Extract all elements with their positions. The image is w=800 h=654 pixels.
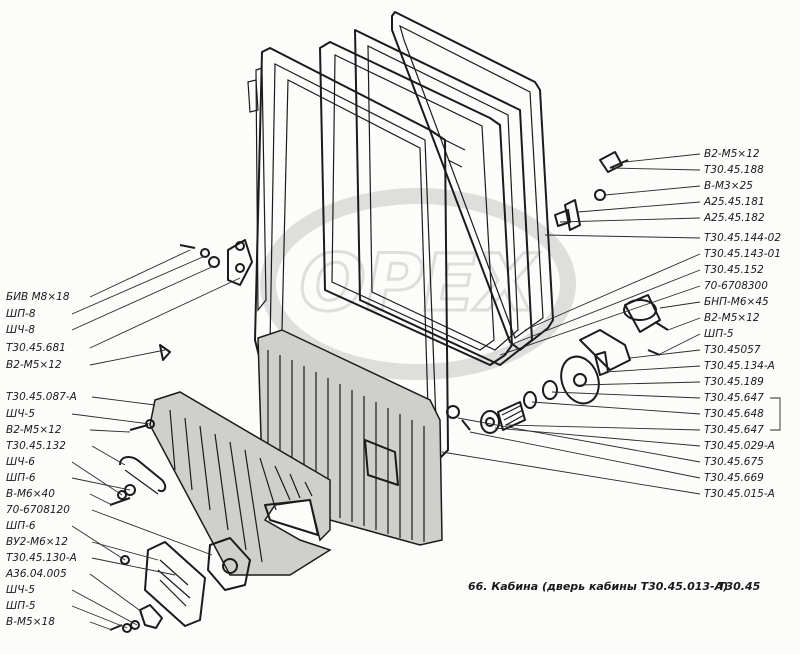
part-label: Т30.45.143-01 — [704, 248, 781, 260]
lock-mechanism — [139, 537, 251, 629]
part-label: ШЧ-8 — [6, 324, 35, 336]
caption-text: 66. Кабина (дверь кабины Т30.45.013-А) — [468, 580, 728, 593]
part-label: Т30.45.144-02 — [704, 232, 781, 244]
part-label: ШЧ-5 — [6, 408, 35, 420]
part-label: ШП-8 — [6, 308, 36, 320]
part-label: Т30.45.132 — [6, 440, 66, 452]
window-rubber-seal — [319, 41, 513, 366]
door-inner-panel — [257, 329, 443, 546]
figure-caption: 66. Кабина (дверь кабины Т30.45.013-А) Т… — [468, 580, 761, 593]
part-label: Т30.45057 — [704, 344, 761, 356]
part-label: Т30.45.675 — [704, 456, 764, 468]
part-label: В2-М5×12 — [704, 312, 760, 324]
window-glass — [354, 29, 533, 366]
part-label: А36.04.005 — [5, 568, 67, 580]
left-fasteners — [109, 239, 253, 633]
part-label: Т30.45.189 — [704, 376, 764, 388]
part-label: ШЧ-6 — [6, 456, 35, 468]
part-label: В2-М5×12 — [6, 424, 62, 436]
part-label: ШП-6 — [6, 472, 36, 484]
part-label: Т30.45.681 — [6, 342, 66, 354]
part-label: ШП-5 — [704, 328, 734, 340]
part-label: В2-М5×12 — [6, 359, 62, 371]
exterior-lock-parts — [446, 151, 669, 434]
part-label: ШЧ-5 — [6, 584, 35, 596]
leader-lines-left — [71, 249, 241, 631]
left-label-group: БИВ М8×18 ШП-8 ШЧ-8 Т30.45.681 В2-М5×12 … — [5, 291, 77, 628]
part-label: Т30.45.015-А — [704, 488, 775, 500]
part-label: В-М3×25 — [704, 180, 753, 192]
right-label-group: В2-М5×12 Т30.45.188 В-М3×25 А25.45.181 А… — [703, 148, 781, 500]
part-label: В-М5×18 — [6, 616, 55, 628]
door-lower-lining — [149, 391, 332, 576]
part-label: В-М6×40 — [6, 488, 55, 500]
leader-lines-right — [441, 153, 781, 495]
part-label: Т30.45.188 — [704, 164, 764, 176]
part-label: Т30.45.648 — [704, 408, 764, 420]
part-label: БНП-М6×45 — [704, 296, 769, 308]
part-label: Т30.45.130-А — [6, 552, 77, 564]
part-label: 70-6708120 — [6, 504, 70, 516]
part-label: Т30.45.152 — [704, 264, 764, 276]
part-label: ШП-5 — [6, 600, 36, 612]
part-label: Т30.45.647 — [704, 424, 764, 436]
part-label: Т30.45.647 — [704, 392, 764, 404]
part-label: Т30.45.669 — [704, 472, 764, 484]
part-label: ВУ2-М6×12 — [6, 536, 68, 548]
part-label: Т30.45.087-А — [6, 391, 77, 403]
part-label: БИВ М8×18 — [6, 291, 70, 303]
part-label: В2-М5×12 — [704, 148, 760, 160]
part-label: А25.45.182 — [703, 212, 765, 224]
part-label: Т30.45.134-А — [704, 360, 775, 372]
interior-pull-handle — [119, 456, 167, 495]
part-label: А25.45.181 — [703, 196, 765, 208]
part-label: ШП-6 — [6, 520, 36, 532]
part-label: Т30.45.029-А — [704, 440, 775, 452]
part-label: 70-6708300 — [704, 280, 768, 292]
caption-code: Т30.45 — [718, 580, 761, 593]
